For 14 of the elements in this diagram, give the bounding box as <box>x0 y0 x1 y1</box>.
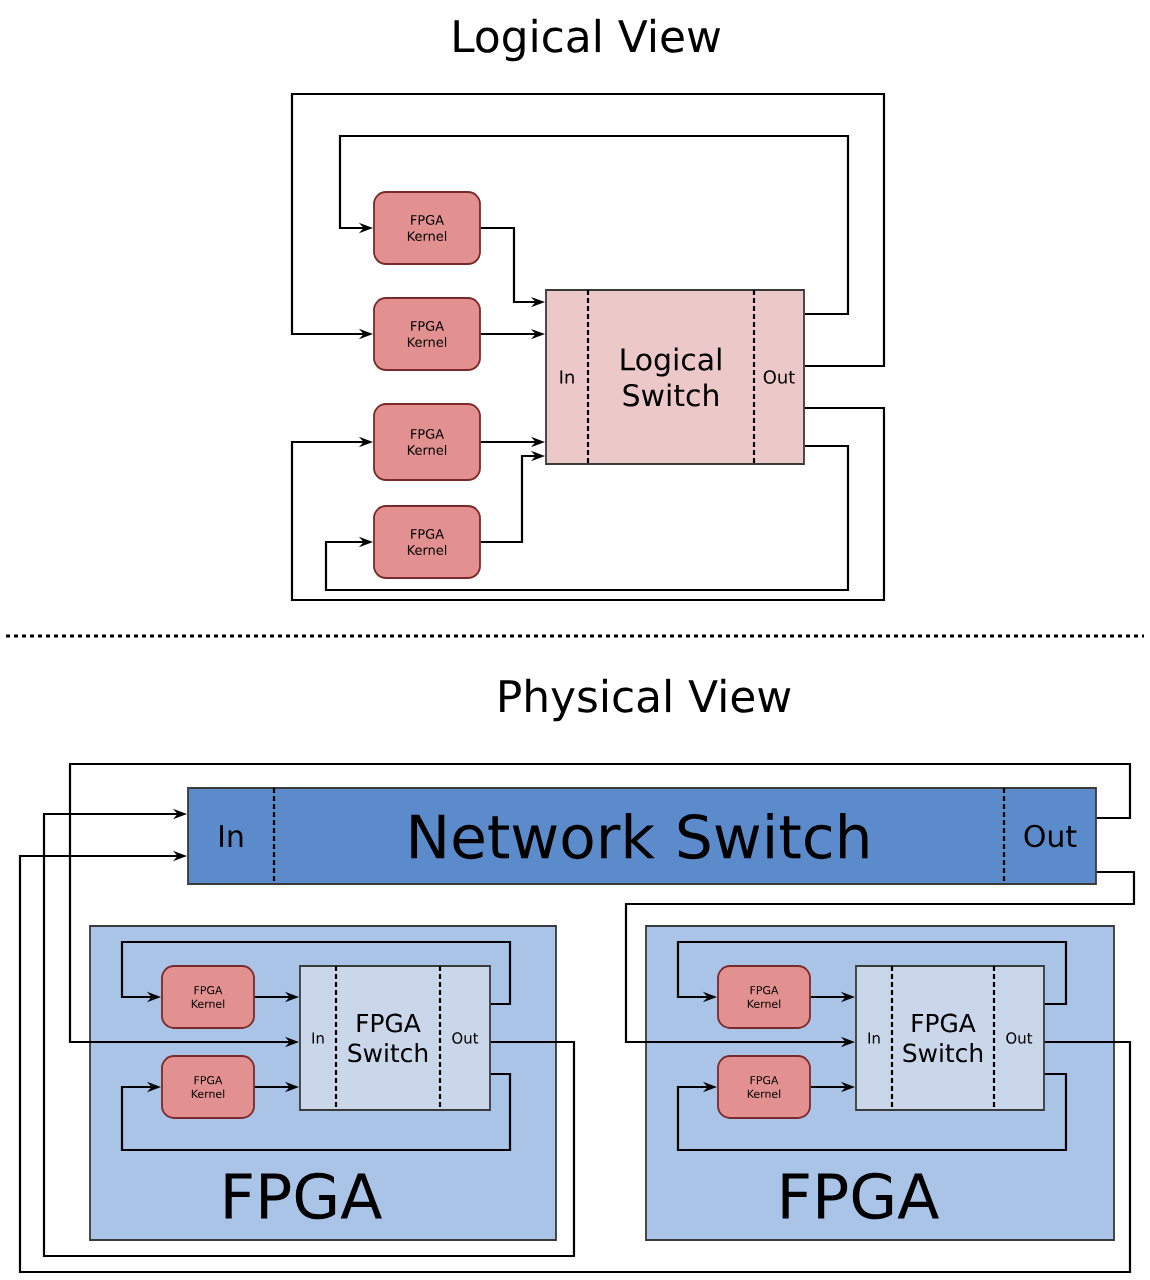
view-heading: Logical View <box>454 18 721 62</box>
arrow <box>120 940 512 1006</box>
arrow <box>290 92 886 368</box>
arrow <box>324 444 850 592</box>
network-switch-box: In Network Switch Out <box>187 787 1097 885</box>
switch-box: In Logical Switch Out <box>545 289 805 465</box>
arrow <box>42 808 576 1258</box>
view-heading: Physical View <box>500 678 791 722</box>
arrow <box>676 1072 1068 1152</box>
arrow <box>120 1072 512 1152</box>
arrow <box>290 406 886 602</box>
arrow <box>676 940 1068 1006</box>
arrow <box>18 850 1132 1274</box>
arrow <box>338 134 850 316</box>
